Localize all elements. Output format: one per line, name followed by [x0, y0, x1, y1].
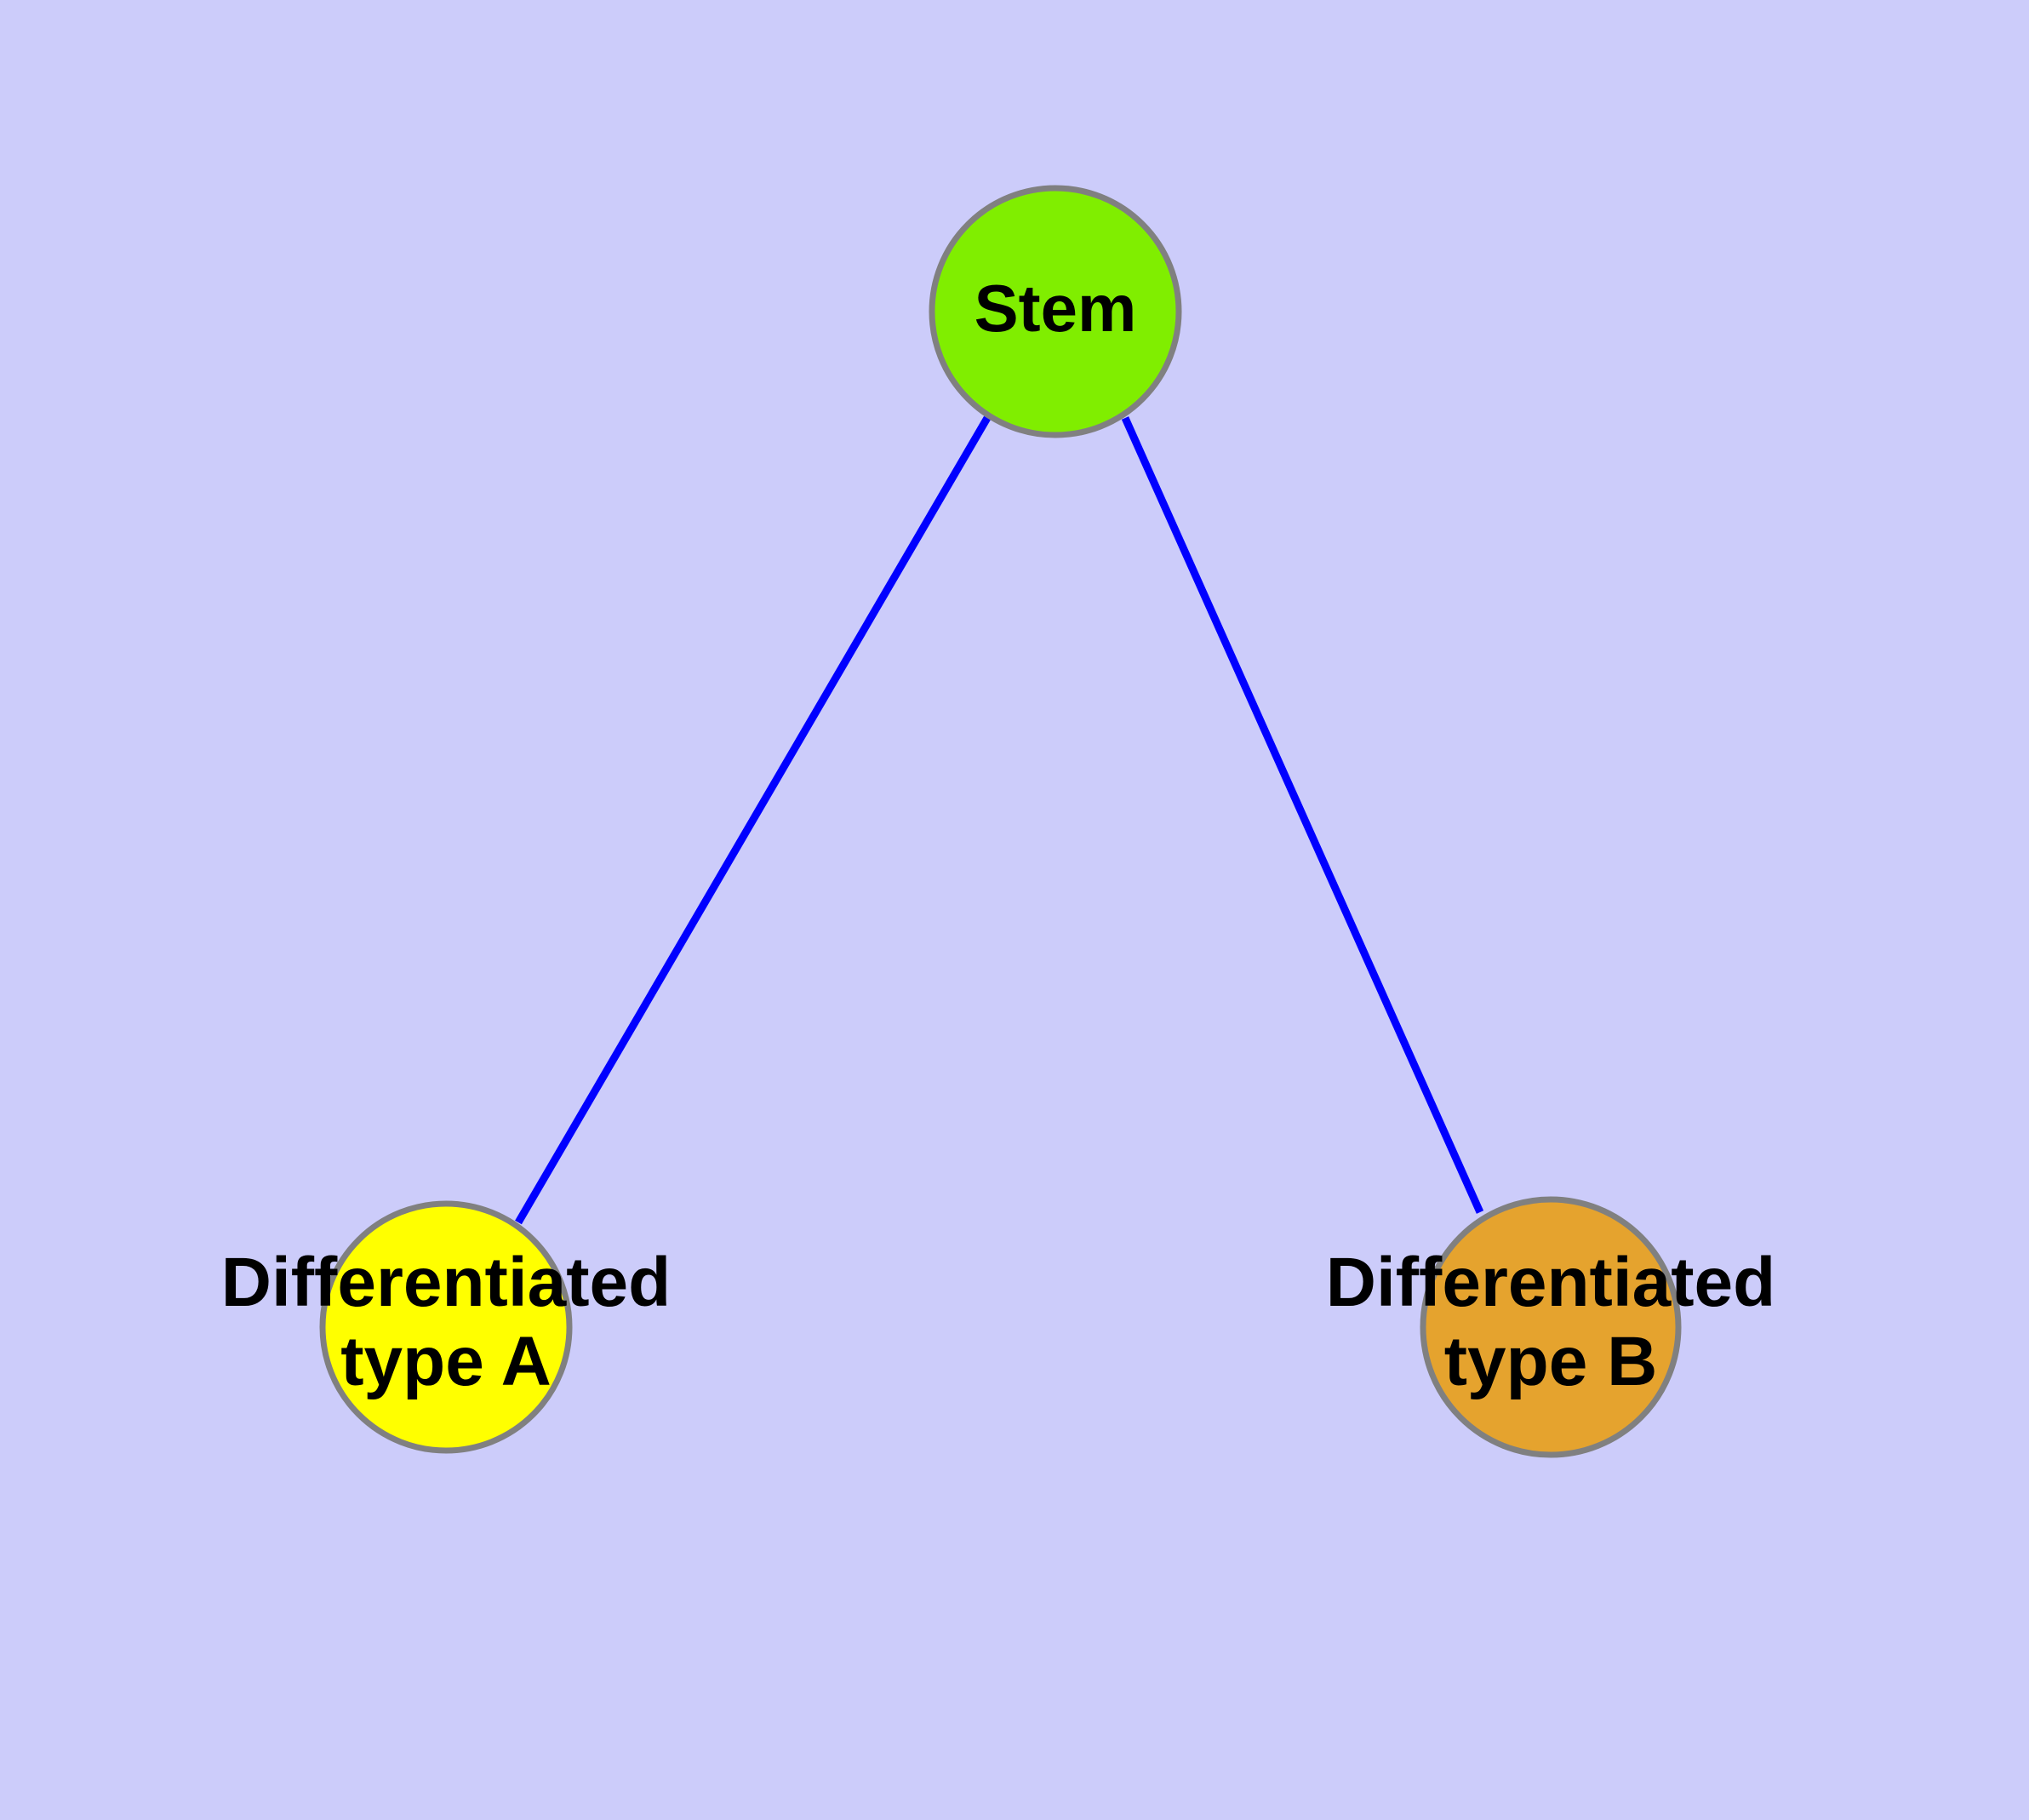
- node-circle-stem[interactable]: [929, 185, 1182, 438]
- edge-stem-to-diff-a[interactable]: [515, 415, 991, 1225]
- node-circle-diff-a[interactable]: [319, 1200, 573, 1454]
- edge-stem-to-diff-b[interactable]: [1121, 416, 1484, 1214]
- node-circle-diff-b[interactable]: [1420, 1196, 1682, 1458]
- node-layer: [319, 185, 1682, 1458]
- edge-layer: [515, 415, 1484, 1225]
